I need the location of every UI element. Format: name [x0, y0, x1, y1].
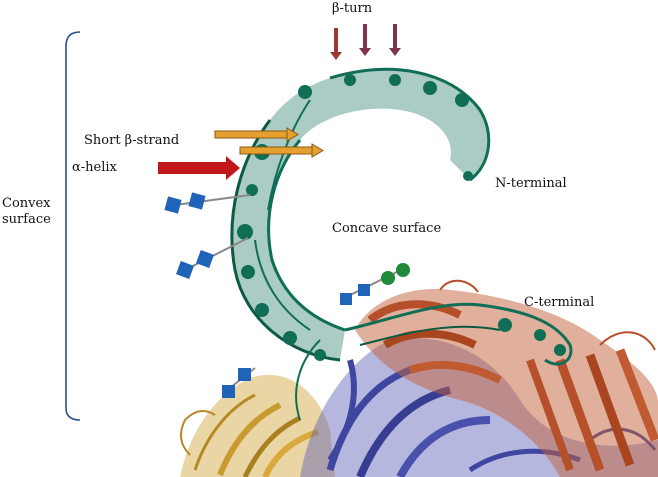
- glycan-chain-bottom: [222, 367, 256, 398]
- c-terminal-label: C-terminal: [524, 295, 595, 310]
- lrr-domain: [230, 67, 573, 421]
- convex-surface-label: Convex surface: [2, 196, 51, 227]
- glycan-chain-left-upper: [164, 192, 251, 214]
- chain-orange: [355, 279, 658, 477]
- beta-strand-arrow-lower: [239, 143, 324, 158]
- glycans: [164, 192, 410, 398]
- alpha-helix-label: α-helix: [72, 160, 117, 175]
- glycan-chain-center: [339, 263, 410, 305]
- beta-turn-arrow-3: [389, 24, 401, 56]
- beta-turn-arrow-1: [330, 28, 342, 60]
- beta-strand-arrows: [214, 127, 324, 158]
- beta-turn-arrows: [330, 24, 401, 60]
- alpha-helix-arrow: [158, 156, 240, 180]
- glycan-chain-left-lower: [176, 237, 249, 279]
- beta-turn-arrow-2: [359, 24, 371, 56]
- beta-strand-arrow-upper: [214, 127, 299, 142]
- short-beta-strand-label: Short β-strand: [84, 133, 180, 148]
- beta-turn-label: β-turn: [332, 1, 373, 16]
- concave-surface-label: Concave surface: [332, 221, 442, 236]
- convex-surface-bracket: [65, 31, 81, 421]
- n-terminal-label: N-terminal: [495, 176, 567, 191]
